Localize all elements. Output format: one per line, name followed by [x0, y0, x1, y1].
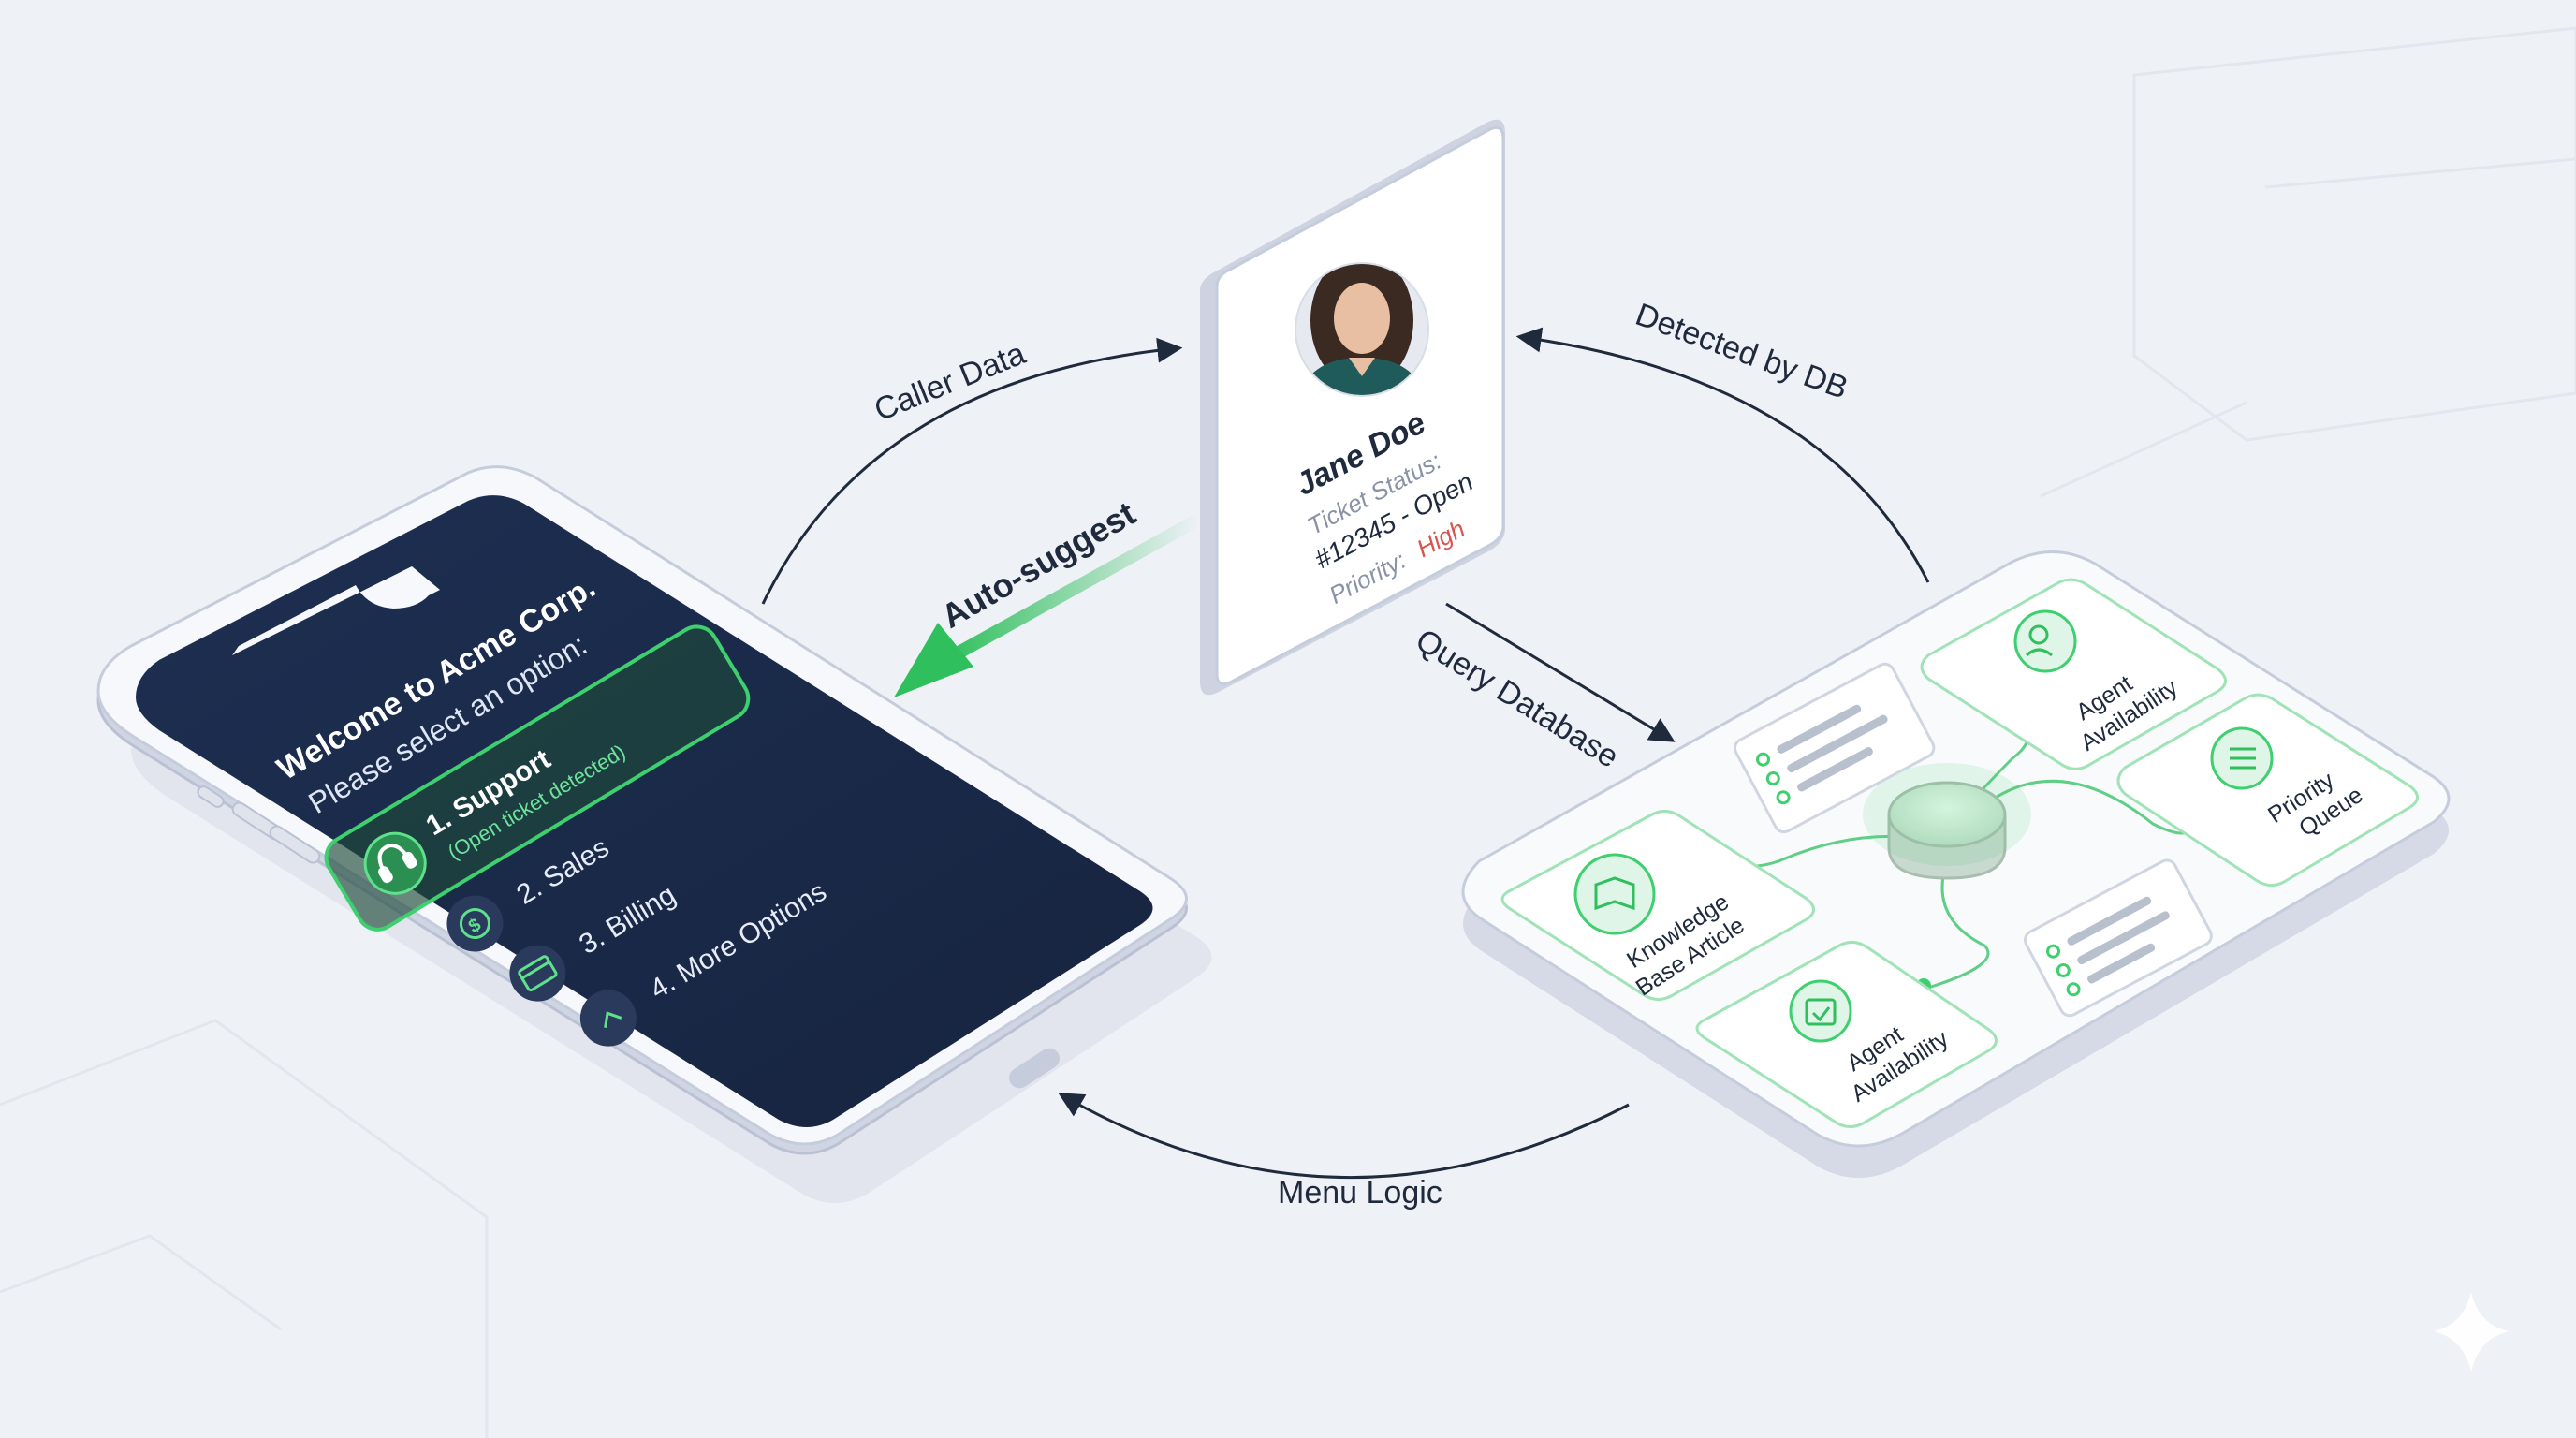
headset-icon	[377, 844, 417, 884]
database-panel: Agent Availability Priority Queue Knowle…	[1461, 550, 2451, 1178]
side-button	[269, 825, 321, 864]
phone-screen	[136, 495, 1153, 1127]
flow-arrows	[761, 327, 1930, 1179]
caller-card: Jane Doe Ticket Status: #12345 - Open Pr…	[1200, 119, 1505, 696]
background-decoration	[0, 26, 2576, 1438]
database-cylinder-icon	[1863, 763, 2031, 880]
calendar-check-icon	[1789, 979, 1852, 1043]
module-agent-availability-bottom: Agent Availability	[1695, 941, 1998, 1128]
sparkle-icon	[2434, 1292, 2509, 1372]
label-detected-by-db: Detected by DB	[1631, 297, 1852, 406]
arrow-menu-logic	[1058, 1093, 1630, 1179]
arrow-query-database	[1445, 602, 1676, 742]
module-agent-availability-top: Agent Availability	[1920, 578, 2227, 770]
arrow-caller-data	[761, 337, 1183, 605]
phone-device	[96, 465, 1212, 1203]
module-priority-queue: Priority Queue	[2116, 693, 2419, 887]
phone-notch	[232, 566, 440, 655]
side-button	[197, 785, 225, 808]
card-icon	[518, 955, 558, 992]
data-record-stack	[1734, 662, 1936, 834]
module-knowledge-base: Knowledge Base Article	[1500, 810, 1815, 1002]
label-menu-logic: Menu Logic	[1278, 1175, 1442, 1211]
arrow-detected-by-db	[1515, 327, 1930, 583]
chevron-icon	[604, 1011, 622, 1028]
book-icon	[1573, 853, 1656, 935]
dollar-icon	[459, 908, 490, 940]
label-caller-data: Caller Data	[870, 335, 1031, 428]
arrow-auto-suggest	[894, 513, 1205, 697]
charging-port	[1009, 1048, 1060, 1089]
data-record-stack	[2024, 858, 2213, 1018]
